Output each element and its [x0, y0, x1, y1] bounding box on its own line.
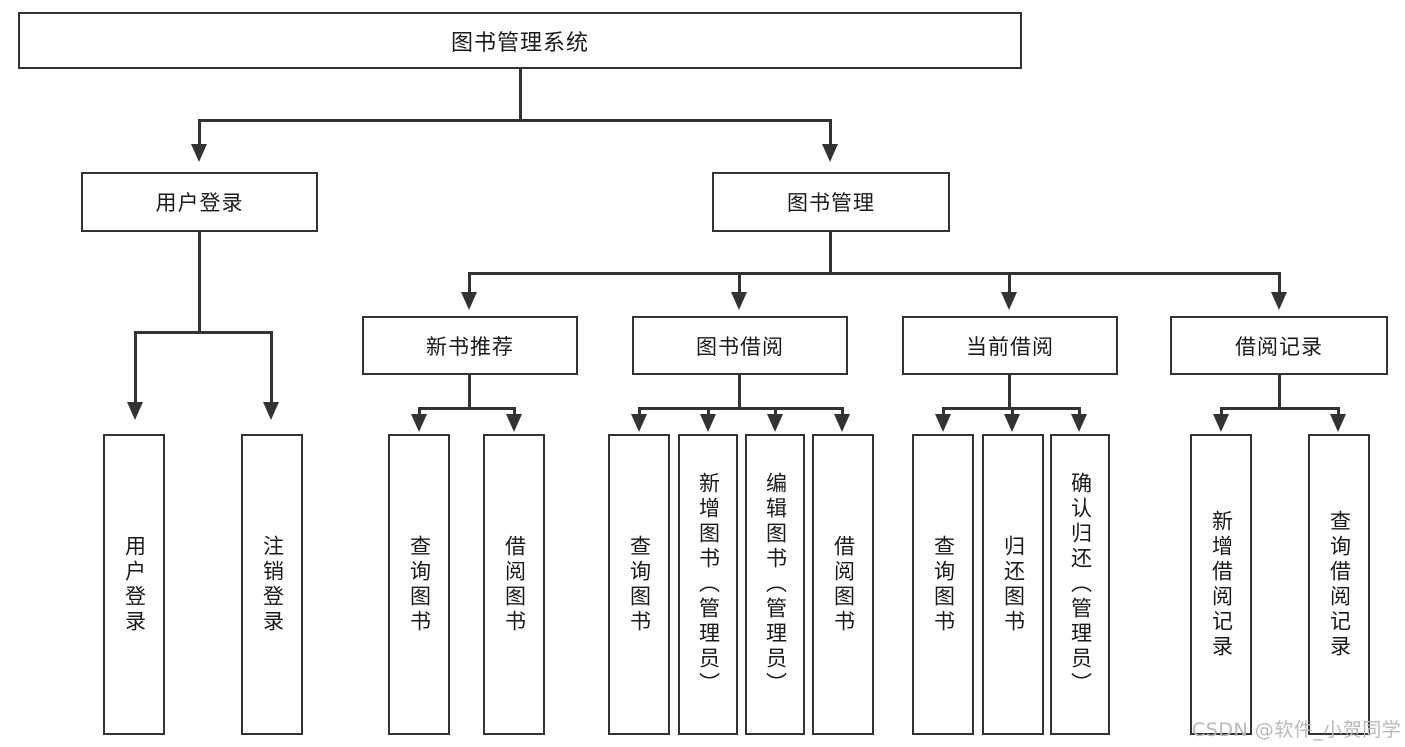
connector-current-borrow-stem: [1008, 375, 1011, 409]
connector-nb-to-borrow: [513, 407, 516, 419]
connector-bb-to-edit: [774, 407, 777, 419]
node-label: 注销登录: [260, 534, 285, 635]
node-label: 用户登录: [155, 191, 244, 215]
connector-book-borrow-stem: [738, 375, 741, 409]
connector-br-to-add: [1220, 407, 1223, 419]
node-leaf-query-book-1[interactable]: 查询图书: [388, 434, 450, 735]
node-user-login[interactable]: 用户登录: [81, 172, 318, 232]
node-label: 借阅记录: [1235, 334, 1323, 359]
node-leaf-add-book-admin[interactable]: 新增图书（管理员）: [678, 434, 738, 735]
arrowhead-to-leaf-borrow-book-1: [506, 414, 522, 432]
arrowhead-to-user-login: [191, 144, 207, 162]
arrowhead-to-book-borrow: [731, 292, 747, 310]
arrowhead-to-new-book-recommend: [461, 292, 477, 310]
node-book-borrow[interactable]: 图书借阅: [632, 316, 848, 375]
node-root-system[interactable]: 图书管理系统: [18, 12, 1022, 69]
node-leaf-confirm-return[interactable]: 确认归还（管理员）: [1050, 434, 1110, 735]
connector-root-stem: [519, 69, 522, 121]
arrowhead-to-leaf-user-login: [127, 402, 143, 420]
connector-cb-to-query: [942, 407, 945, 419]
arrowhead-to-book-manage: [822, 144, 838, 162]
arrowhead-to-leaf-query-book-1: [411, 414, 427, 432]
node-label: 查询图书: [627, 534, 652, 635]
connector-bm-to-borrow-record: [1278, 272, 1281, 294]
node-label: 图书管理: [787, 191, 875, 215]
node-leaf-query-book-2[interactable]: 查询图书: [608, 434, 670, 735]
connector-br-to-query: [1337, 407, 1340, 419]
node-label: 借阅图书: [502, 534, 527, 635]
node-label: 当前借阅: [966, 334, 1054, 359]
arrowhead-to-leaf-borrow-book-2: [834, 414, 850, 432]
connector-root-bar: [198, 119, 831, 122]
connector-nb-to-query: [418, 407, 421, 419]
node-leaf-borrow-book-1[interactable]: 借阅图书: [483, 434, 545, 735]
connector-book-manage-bar: [468, 272, 1281, 275]
arrowhead-to-borrow-record: [1271, 292, 1287, 310]
node-leaf-edit-book-admin[interactable]: 编辑图书（管理员）: [745, 434, 805, 735]
arrowhead-to-leaf-query-book-2: [631, 414, 647, 432]
node-label: 编辑图书（管理员）: [763, 472, 788, 697]
node-borrow-record[interactable]: 借阅记录: [1170, 316, 1388, 375]
arrowhead-to-leaf-return-book: [1004, 414, 1020, 432]
arrowhead-to-leaf-query-book-3: [935, 414, 951, 432]
connector-bb-to-query: [638, 407, 641, 419]
connector-bm-to-current-borrow: [1008, 272, 1011, 294]
node-label: 新增借阅记录: [1209, 509, 1234, 660]
node-leaf-user-login[interactable]: 用户登录: [103, 434, 165, 735]
connector-cb-to-confirm: [1078, 407, 1081, 419]
node-leaf-query-record[interactable]: 查询借阅记录: [1308, 434, 1370, 735]
arrowhead-to-leaf-add-book-admin: [700, 414, 716, 432]
arrowhead-to-current-borrow: [1001, 292, 1017, 310]
node-label: 图书借阅: [696, 334, 784, 359]
node-label: 新书推荐: [426, 334, 514, 359]
connector-root-to-book-manage: [829, 119, 832, 146]
connector-user-login-to-leaf-2: [270, 331, 273, 404]
node-label: 查询图书: [931, 534, 956, 635]
node-current-borrow[interactable]: 当前借阅: [902, 316, 1118, 375]
connector-new-book-stem: [468, 375, 471, 409]
node-label: 确认归还（管理员）: [1068, 472, 1093, 697]
node-label: 图书管理系统: [450, 30, 589, 56]
connector-book-manage-stem: [829, 232, 832, 274]
connector-new-book-bar: [418, 407, 516, 410]
node-book-manage[interactable]: 图书管理: [712, 172, 950, 232]
arrowhead-to-leaf-logout: [263, 402, 279, 420]
node-leaf-logout[interactable]: 注销登录: [241, 434, 303, 735]
node-leaf-query-book-3[interactable]: 查询图书: [912, 434, 974, 735]
node-leaf-add-record[interactable]: 新增借阅记录: [1190, 434, 1252, 735]
node-label: 归还图书: [1001, 534, 1026, 635]
arrowhead-to-leaf-query-record: [1330, 414, 1346, 432]
connector-borrow-record-bar: [1220, 407, 1339, 410]
connector-bm-to-new-book: [468, 272, 471, 294]
connector-bm-to-book-borrow: [738, 272, 741, 294]
node-leaf-borrow-book-2[interactable]: 借阅图书: [812, 434, 874, 735]
node-label: 查询借阅记录: [1327, 509, 1352, 660]
connector-bb-to-add: [707, 407, 710, 419]
connector-borrow-record-stem: [1278, 375, 1281, 409]
arrowhead-to-leaf-confirm-return: [1071, 414, 1087, 432]
connector-root-to-user-login: [198, 119, 201, 146]
connector-user-login-stem: [198, 232, 201, 333]
node-label: 借阅图书: [831, 534, 856, 635]
node-new-book-recommend[interactable]: 新书推荐: [362, 316, 578, 375]
arrowhead-to-leaf-add-record: [1213, 414, 1229, 432]
node-leaf-return-book[interactable]: 归还图书: [982, 434, 1044, 735]
node-label: 用户登录: [122, 534, 147, 635]
connector-user-login-to-leaf-1: [134, 331, 137, 404]
connector-cb-to-return: [1011, 407, 1014, 419]
arrowhead-to-leaf-edit-book-admin: [767, 414, 783, 432]
connector-book-borrow-bar: [638, 407, 844, 410]
connector-user-login-bar: [134, 331, 273, 334]
node-label: 新增图书（管理员）: [696, 472, 721, 697]
node-label: 查询图书: [407, 534, 432, 635]
connector-bb-to-borrow: [841, 407, 844, 419]
